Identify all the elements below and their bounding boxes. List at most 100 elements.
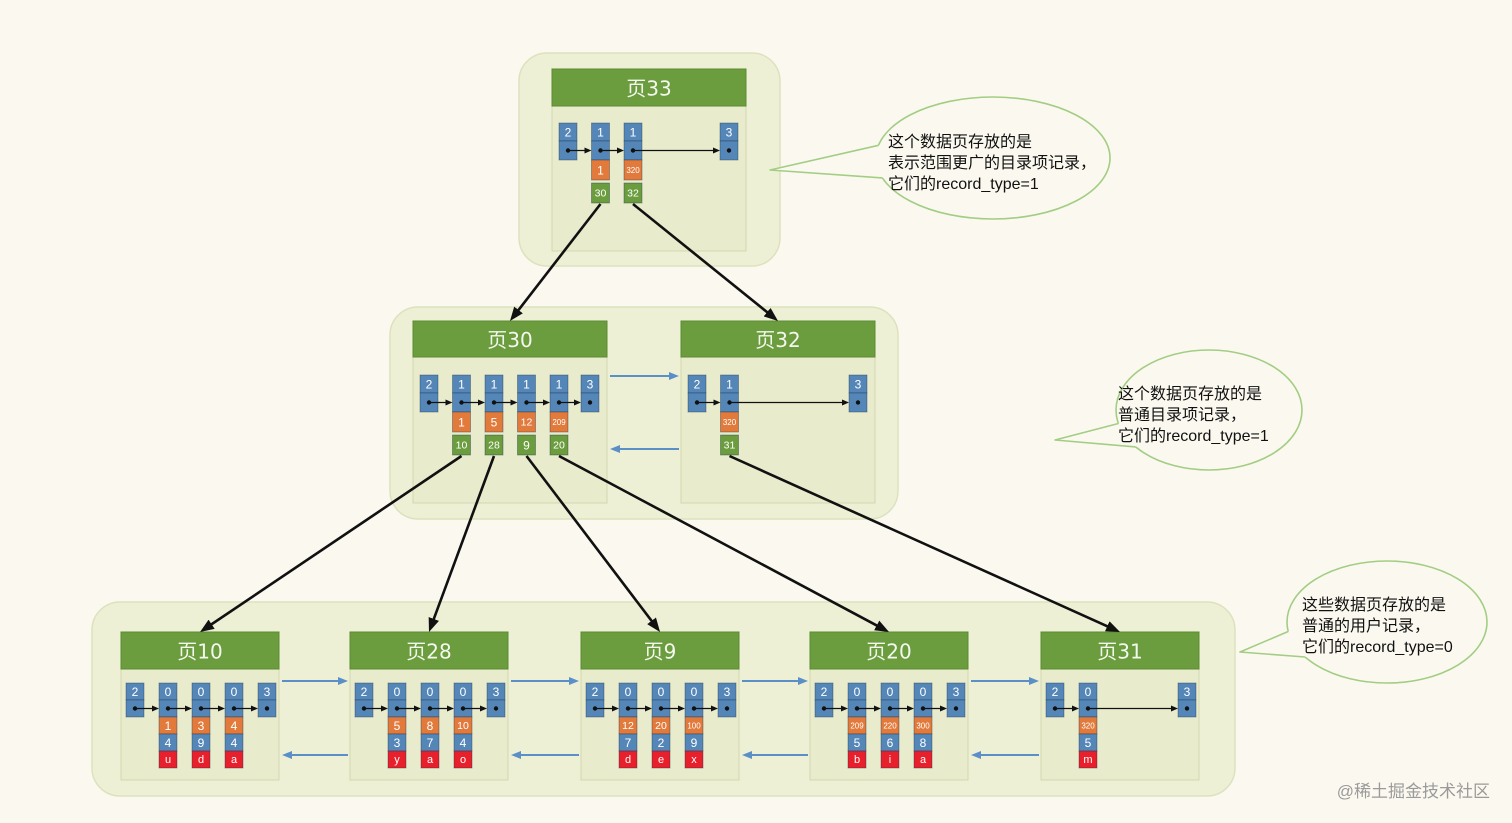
callout-tail-outline	[1054, 422, 1136, 448]
child-page-pointer-arrow	[632, 202, 779, 321]
page-header	[809, 631, 969, 670]
record-type-cell-text: 3	[1184, 685, 1191, 699]
child-page-number-cell	[452, 434, 471, 456]
callout-tail	[1240, 622, 1387, 657]
record-type-cell-text: 1	[458, 378, 465, 392]
primary-key-cell	[452, 411, 471, 433]
column-value-cell-text: 8	[920, 736, 927, 750]
primary-key-cell	[720, 411, 739, 433]
supremum-record: 3	[580, 374, 600, 413]
callouts-layer: 这个数据页存放的是表示范围更广的目录项记录，它们的record_type=1这个…	[769, 96, 1488, 684]
child-page-pointer-arrow	[200, 454, 463, 633]
record-type-cell-text: 0	[887, 685, 894, 699]
primary-key-cell	[549, 411, 569, 433]
record-type-cell-text: 1	[491, 378, 498, 392]
child-page-number-cell-text: 31	[724, 440, 736, 452]
record-type-cell-text: 0	[427, 685, 434, 699]
string-value-cell-text: o	[460, 754, 466, 766]
next-pointer-dot	[493, 706, 499, 711]
page-header	[680, 320, 876, 358]
record-type-cell-text: 0	[198, 685, 205, 699]
record-type-cell-text: 0	[1085, 685, 1092, 699]
supremum-record: 3	[717, 682, 737, 718]
callout-text-line: 这个数据页存放的是	[1118, 385, 1262, 403]
infimum-record: 2	[125, 682, 145, 718]
record-type-cell-text: 0	[920, 685, 927, 699]
record-type-cell-text: 3	[855, 378, 862, 392]
primary-key-cell-text: 320	[723, 418, 737, 427]
infimum-record: 2	[419, 374, 439, 413]
child-page-number-cell	[623, 182, 643, 204]
column-value-cell-text: 3	[394, 736, 401, 750]
primary-key-cell-text: 12	[622, 720, 634, 732]
record-type-cell-text: 1	[726, 378, 733, 392]
page-body	[412, 356, 608, 504]
record-type-cell-text: 3	[493, 685, 500, 699]
record-type-cell-text: 2	[426, 378, 433, 392]
watermark: @稀土掘金技术社区	[1337, 782, 1490, 801]
next-pointer-dot	[724, 706, 730, 711]
record-type-cell-text: 2	[361, 685, 368, 699]
string-value-cell	[880, 750, 900, 769]
string-value-cell-text: i	[889, 754, 891, 766]
child-page-number-cell	[720, 434, 739, 456]
child-page-number-cell-text: 30	[595, 188, 607, 200]
child-page-number-cell	[484, 434, 504, 456]
page-title: 页30	[487, 328, 532, 352]
primary-key-cell-text: 209	[552, 418, 566, 427]
column-value-cell-text: 9	[691, 736, 698, 750]
supremum-record: 3	[946, 682, 966, 718]
string-value-cell-text: e	[658, 754, 664, 766]
record-type-cell-text: 0	[658, 685, 665, 699]
record-type-cell-text: 1	[523, 378, 530, 392]
child-page-number-cell	[549, 434, 569, 456]
next-pointer-dot	[264, 706, 270, 711]
primary-key-cell-text: 209	[850, 722, 864, 731]
callout-text-line: 这些数据页存放的是	[1302, 596, 1446, 614]
next-pointer-dot	[953, 706, 959, 711]
primary-key-cell-text: 1	[165, 719, 172, 733]
page-title: 页31	[1097, 640, 1142, 664]
string-value-cell-text: d	[198, 754, 204, 766]
callout-text-line: 表示范围更广的目录项记录，	[888, 154, 1096, 172]
child-page-pointer-arrow	[728, 454, 1121, 632]
callout-text-line: 普通目录项记录，	[1118, 406, 1246, 424]
callout-text-line: 它们的record_type=1	[1118, 427, 1269, 445]
column-value-cell-text: 6	[887, 736, 894, 750]
record-type-cell-text: 0	[394, 685, 401, 699]
string-value-cell	[1078, 750, 1098, 769]
primary-key-cell-text: 100	[687, 722, 701, 731]
record-type-cell-text: 3	[724, 685, 731, 699]
infimum-record: 2	[585, 682, 605, 718]
user-record: 0 300 8 a	[913, 682, 933, 769]
primary-key-cell	[623, 159, 643, 181]
record-type-cell-text: 0	[460, 685, 467, 699]
primary-key-cell-text: 320	[626, 166, 640, 175]
record-type-cell-text: 0	[165, 685, 172, 699]
page-title: 页32	[755, 328, 800, 352]
string-value-cell	[387, 750, 407, 769]
column-value-cell-text: 4	[231, 736, 238, 750]
string-value-cell-text: d	[625, 754, 631, 766]
primary-key-cell-text: 20	[655, 720, 667, 732]
links-layer	[200, 202, 1121, 759]
supremum-record: 3	[257, 682, 277, 718]
primary-key-cell-text: 300	[916, 722, 930, 731]
primary-key-cell-text: 5	[491, 416, 498, 430]
callout-text-line: 它们的record_type=0	[1302, 638, 1453, 656]
column-value-cell-text: 9	[198, 736, 205, 750]
string-value-cell	[684, 750, 704, 769]
string-value-cell-text: a	[920, 754, 927, 766]
record-type-cell-text: 2	[132, 685, 139, 699]
